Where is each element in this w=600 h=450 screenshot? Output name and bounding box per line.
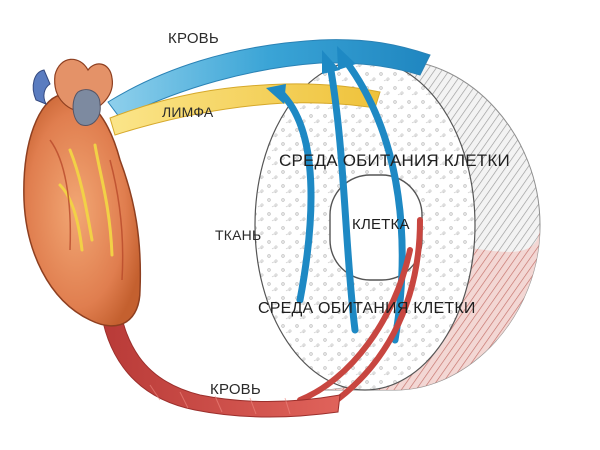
heart-illustration bbox=[23, 58, 142, 327]
label-blood-top: КРОВЬ bbox=[168, 30, 219, 47]
arterial-band-stripes bbox=[149, 384, 291, 415]
arterial-blood-vessel bbox=[99, 299, 341, 418]
label-cell: КЛЕТКА bbox=[352, 216, 410, 233]
label-tissue: ТКАНЬ bbox=[215, 227, 262, 243]
label-cell-environment-top: СРЕДА ОБИТАНИЯ КЛЕТКИ bbox=[279, 151, 510, 170]
arrow-heads bbox=[266, 46, 356, 104]
arterial-flow-lines bbox=[297, 217, 423, 408]
venous-flow-arrows bbox=[276, 56, 406, 344]
label-lymph: ЛИМФА bbox=[162, 104, 214, 120]
label-blood-bottom: КРОВЬ bbox=[210, 381, 261, 398]
label-cell-environment-bottom: СРЕДА ОБИТАНИЯ КЛЕТКИ bbox=[258, 300, 476, 317]
